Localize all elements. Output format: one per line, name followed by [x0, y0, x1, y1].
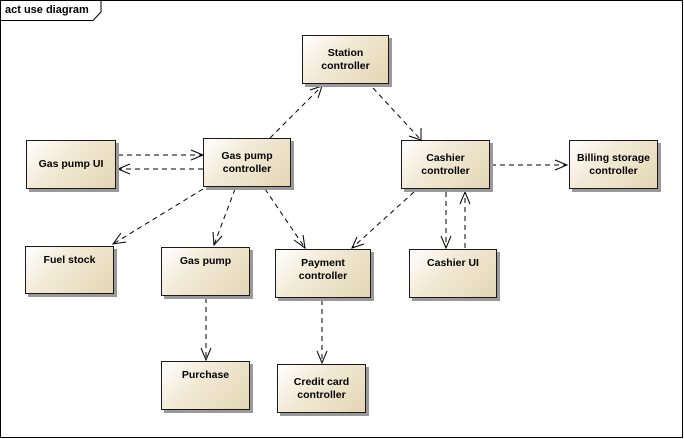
- edge-cashiercontroller-to-paymentcontroller: [351, 191, 415, 249]
- node-gas-pump-ui[interactable]: Gas pump UI: [26, 140, 116, 189]
- arrowhead: [309, 85, 323, 99]
- node-cashier-controller[interactable]: Cashier controller: [401, 140, 490, 189]
- arrowhead: [554, 159, 569, 171]
- arrowhead: [408, 128, 422, 141]
- arrowhead: [459, 190, 471, 205]
- node-fuel-stock[interactable]: Fuel stock: [25, 246, 114, 294]
- node-cashier-ui[interactable]: Cashier UI: [409, 249, 497, 298]
- arrowhead: [351, 236, 365, 249]
- node-purchase[interactable]: Purchase: [161, 361, 250, 410]
- arrowhead: [293, 234, 306, 250]
- arrowhead: [212, 231, 223, 247]
- diagram-title: act use diagram: [5, 4, 89, 16]
- node-station-controller[interactable]: Station controller: [302, 35, 389, 84]
- node-payment-controller[interactable]: Payment controller: [275, 249, 371, 298]
- edge-stationcontroller-to-cashiercontroller: [372, 87, 422, 141]
- arrowhead: [111, 232, 127, 245]
- arrowhead: [200, 347, 212, 362]
- arrowhead: [440, 235, 452, 250]
- node-gas-pump[interactable]: Gas pump: [161, 247, 250, 296]
- arrowhead: [316, 350, 328, 365]
- arrowhead: [116, 163, 131, 175]
- node-gas-pump-controller[interactable]: Gas pump controller: [203, 138, 291, 187]
- node-billing-storage-controller[interactable]: Billing storage controller: [569, 140, 658, 189]
- edge-gaspumpcontroller-to-fuelstock: [112, 188, 204, 245]
- edge-gaspumpcontroller-to-stationcontroller: [269, 85, 323, 139]
- edge-gaspumpcontroller-to-gaspump: [213, 188, 236, 246]
- node-credit-card-controller[interactable]: Credit card controller: [277, 364, 366, 413]
- edge-gaspumpcontroller-to-paymentcontroller: [264, 188, 306, 249]
